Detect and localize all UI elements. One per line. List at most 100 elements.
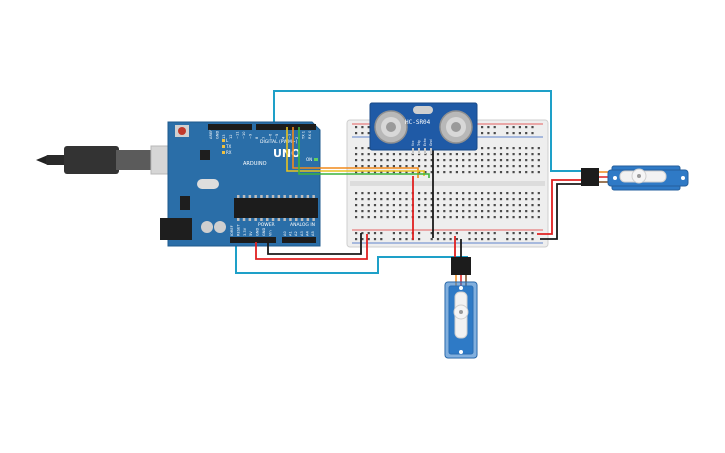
breadboard-hole[interactable] bbox=[399, 165, 402, 168]
breadboard-hole[interactable] bbox=[443, 153, 446, 156]
breadboard-hole[interactable] bbox=[392, 232, 395, 235]
breadboard-hole[interactable] bbox=[525, 210, 528, 213]
breadboard-hole[interactable] bbox=[367, 126, 370, 129]
breadboard-hole[interactable] bbox=[506, 147, 509, 150]
breadboard-hole[interactable] bbox=[487, 153, 490, 156]
breadboard-hole[interactable] bbox=[436, 210, 440, 213]
wire-servo1-red[interactable] bbox=[537, 179, 592, 235]
breadboard-hole[interactable] bbox=[518, 159, 521, 162]
breadboard-hole[interactable] bbox=[487, 126, 490, 129]
breadboard-hole[interactable] bbox=[373, 210, 377, 213]
breadboard-hole[interactable] bbox=[499, 192, 503, 195]
breadboard-hole[interactable] bbox=[487, 238, 490, 241]
breadboard-hole[interactable] bbox=[468, 210, 471, 213]
breadboard-hole[interactable] bbox=[537, 171, 540, 174]
breadboard-hole[interactable] bbox=[455, 216, 458, 219]
breadboard-hole[interactable] bbox=[373, 216, 377, 219]
breadboard-hole[interactable] bbox=[487, 159, 490, 162]
breadboard-hole[interactable] bbox=[367, 192, 370, 195]
reset-button-icon[interactable] bbox=[178, 127, 186, 135]
breadboard-hole[interactable] bbox=[512, 216, 515, 219]
breadboard-hole[interactable] bbox=[512, 165, 515, 168]
breadboard-hole[interactable] bbox=[386, 153, 389, 156]
breadboard-hole[interactable] bbox=[487, 132, 490, 135]
breadboard-hole[interactable] bbox=[361, 192, 364, 195]
breadboard-hole[interactable] bbox=[506, 210, 509, 213]
breadboard-hole[interactable] bbox=[418, 210, 421, 213]
breadboard-hole[interactable] bbox=[487, 204, 490, 207]
breadboard-hole[interactable] bbox=[380, 232, 383, 235]
breadboard-hole[interactable] bbox=[525, 147, 528, 150]
breadboard-hole[interactable] bbox=[468, 232, 471, 235]
breadboard-hole[interactable] bbox=[405, 165, 408, 168]
breadboard-hole[interactable] bbox=[443, 232, 446, 235]
breadboard-hole[interactable] bbox=[386, 204, 389, 207]
breadboard-hole[interactable] bbox=[525, 232, 528, 235]
breadboard-hole[interactable] bbox=[518, 132, 521, 135]
breadboard-hole[interactable] bbox=[512, 198, 515, 201]
breadboard-hole[interactable] bbox=[405, 159, 408, 162]
usb-plug-icon[interactable] bbox=[64, 146, 119, 174]
breadboard-hole[interactable] bbox=[506, 216, 509, 219]
wire-green[interactable] bbox=[298, 127, 430, 178]
breadboard-hole[interactable] bbox=[487, 165, 490, 168]
breadboard-hole[interactable] bbox=[462, 171, 465, 174]
breadboard-hole[interactable] bbox=[380, 210, 383, 213]
breadboard-hole[interactable] bbox=[373, 165, 377, 168]
breadboard-hole[interactable] bbox=[531, 192, 534, 195]
breadboard-hole[interactable] bbox=[436, 198, 440, 201]
breadboard-hole[interactable] bbox=[443, 204, 446, 207]
breadboard-hole[interactable] bbox=[367, 132, 370, 135]
breadboard-hole[interactable] bbox=[380, 192, 383, 195]
breadboard-hole[interactable] bbox=[405, 192, 408, 195]
breadboard-hole[interactable] bbox=[474, 165, 477, 168]
breadboard-hole[interactable] bbox=[373, 159, 377, 162]
breadboard-hole[interactable] bbox=[481, 159, 484, 162]
servo-motor-bottom[interactable] bbox=[444, 257, 478, 359]
breadboard-hole[interactable] bbox=[499, 159, 503, 162]
breadboard-hole[interactable] bbox=[537, 216, 540, 219]
breadboard-hole[interactable] bbox=[462, 210, 465, 213]
breadboard-hole[interactable] bbox=[392, 238, 395, 241]
breadboard-hole[interactable] bbox=[487, 192, 490, 195]
breadboard-hole[interactable] bbox=[436, 204, 440, 207]
breadboard-hole[interactable] bbox=[481, 232, 484, 235]
breadboard-hole[interactable] bbox=[525, 165, 528, 168]
breadboard-hole[interactable] bbox=[367, 204, 370, 207]
breadboard-hole[interactable] bbox=[355, 232, 358, 235]
breadboard-hole[interactable] bbox=[512, 153, 515, 156]
breadboard-hole[interactable] bbox=[380, 153, 383, 156]
breadboard-hole[interactable] bbox=[518, 198, 521, 201]
breadboard-hole[interactable] bbox=[443, 216, 446, 219]
breadboard-hole[interactable] bbox=[430, 192, 433, 195]
breadboard-hole[interactable] bbox=[399, 204, 402, 207]
breadboard-hole[interactable] bbox=[512, 192, 515, 195]
breadboard-hole[interactable] bbox=[518, 147, 521, 150]
breadboard-hole[interactable] bbox=[361, 171, 364, 174]
breadboard-hole[interactable] bbox=[512, 132, 515, 135]
breadboard-hole[interactable] bbox=[424, 153, 427, 156]
breadboard-hole[interactable] bbox=[373, 232, 377, 235]
breadboard-hole[interactable] bbox=[405, 216, 408, 219]
breadboard-hole[interactable] bbox=[399, 210, 402, 213]
breadboard-hole[interactable] bbox=[443, 210, 446, 213]
breadboard-hole[interactable] bbox=[436, 216, 440, 219]
breadboard-hole[interactable] bbox=[531, 171, 534, 174]
breadboard-hole[interactable] bbox=[537, 204, 540, 207]
breadboard-hole[interactable] bbox=[418, 192, 421, 195]
breadboard-hole[interactable] bbox=[436, 153, 440, 156]
breadboard-hole[interactable] bbox=[499, 165, 503, 168]
breadboard-hole[interactable] bbox=[386, 171, 389, 174]
breadboard-hole[interactable] bbox=[468, 204, 471, 207]
breadboard-hole[interactable] bbox=[399, 238, 402, 241]
breadboard-hole[interactable] bbox=[525, 132, 528, 135]
breadboard-hole[interactable] bbox=[531, 147, 534, 150]
breadboard-hole[interactable] bbox=[481, 216, 484, 219]
breadboard-hole[interactable] bbox=[373, 204, 377, 207]
breadboard-hole[interactable] bbox=[367, 232, 370, 235]
breadboard-hole[interactable] bbox=[449, 216, 452, 219]
breadboard-hole[interactable] bbox=[487, 210, 490, 213]
breadboard-hole[interactable] bbox=[430, 198, 433, 201]
breadboard-hole[interactable] bbox=[455, 159, 458, 162]
